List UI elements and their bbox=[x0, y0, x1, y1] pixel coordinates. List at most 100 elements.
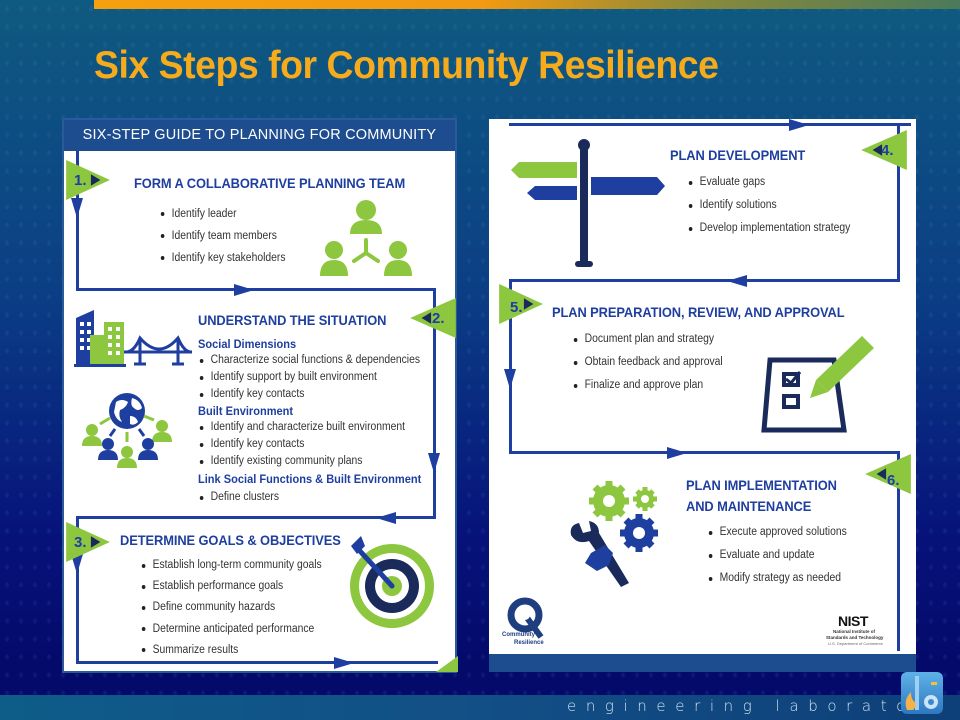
engineering-laboratory-logo bbox=[901, 672, 943, 714]
bullet-item: Identify existing community plans bbox=[198, 453, 405, 470]
right-infographic-panel: 4. PLAN DEVELOPMENT Evaluate gaps Identi… bbox=[489, 119, 916, 672]
panel-header: SIX-STEP GUIDE TO PLANNING FOR COMMUNITY… bbox=[64, 120, 455, 174]
nist-logo: NIST bbox=[838, 613, 868, 629]
link-bullets: Define clusters bbox=[198, 489, 288, 506]
bullet-item: Finalize and approve plan bbox=[572, 374, 723, 397]
bullet-item: Obtain feedback and approval bbox=[572, 351, 723, 374]
bullet-item: Summarize results bbox=[140, 640, 322, 661]
step-4-bullets: Evaluate gaps Identify solutions Develop… bbox=[687, 171, 868, 240]
step-6-title-line1: PLAN IMPLEMENTATION bbox=[686, 477, 837, 493]
flow-arrow-down bbox=[504, 369, 516, 389]
social-dimensions-bullets: Characterize social functions & dependen… bbox=[198, 352, 445, 403]
step-badge-2 bbox=[410, 298, 456, 338]
bullet-item: Evaluate and update bbox=[707, 544, 847, 567]
bullet-item: Define clusters bbox=[198, 489, 279, 506]
subtitle-built-environment: Built Environment bbox=[198, 404, 294, 418]
bullet-item: Execute approved solutions bbox=[707, 521, 847, 544]
step-badge-3 bbox=[66, 522, 110, 562]
city-bridge-icon bbox=[74, 310, 192, 367]
step-1-bullets: Identify leader Identify team members Id… bbox=[159, 203, 300, 269]
flow-arrow-down bbox=[428, 453, 440, 473]
bullet-item: Identify support by built environment bbox=[198, 369, 420, 386]
flow-arrow-right bbox=[667, 447, 687, 459]
community-resilience-logo bbox=[507, 597, 544, 639]
subtitle-social-dimensions: Social Dimensions bbox=[198, 337, 297, 351]
signpost-icon bbox=[511, 139, 665, 267]
nist-line-1: National Institute of bbox=[833, 629, 875, 634]
top-accent-bar bbox=[94, 0, 960, 9]
step-5-bullets: Document plan and strategy Obtain feedba… bbox=[572, 328, 739, 397]
bullet-item: Develop implementation strategy bbox=[687, 217, 851, 240]
step-number-1: 1. bbox=[74, 172, 87, 189]
bullet-item: Determine anticipated performance bbox=[140, 619, 322, 640]
step-6-bullets: Execute approved solutions Evaluate and … bbox=[707, 521, 862, 590]
step-number-5: 5. bbox=[510, 299, 523, 316]
bullet-item: Identify key contacts bbox=[198, 436, 405, 453]
step-badge-5 bbox=[499, 284, 543, 324]
step-badge-4-partial bbox=[436, 656, 458, 672]
flow-line bbox=[509, 279, 900, 282]
step-number-2: 2. bbox=[432, 310, 445, 327]
bullet-item: Modify strategy as needed bbox=[707, 567, 847, 590]
flow-line bbox=[76, 288, 436, 291]
bullet-item: Identify team members bbox=[159, 225, 286, 247]
step-1-title: FORM A COLLABORATIVE PLANNING TEAM bbox=[134, 175, 406, 191]
bullet-item: Evaluate gaps bbox=[687, 171, 850, 194]
nist-line-3: U.S. Department of Commerce bbox=[828, 641, 883, 646]
step-number-4: 4. bbox=[881, 142, 894, 159]
flow-line bbox=[76, 151, 79, 291]
bullet-item: Identify key contacts bbox=[198, 386, 420, 403]
bullet-item: Document plan and strategy bbox=[572, 328, 723, 351]
globe-people-icon bbox=[82, 393, 172, 468]
flame-gear-icon bbox=[905, 676, 938, 710]
flow-arrow-down bbox=[71, 198, 83, 218]
subtitle-link-social-built: Link Social Functions & Built Environmen… bbox=[198, 472, 422, 486]
step-3-bullets: Establish long-term community goals Esta… bbox=[140, 555, 342, 661]
checklist-pencil-icon bbox=[761, 336, 874, 433]
flow-arrow-right bbox=[789, 119, 809, 131]
flow-line bbox=[509, 279, 512, 454]
step-5-title: PLAN PREPARATION, REVIEW, AND APPROVAL bbox=[552, 304, 845, 320]
flow-arrow-right bbox=[234, 284, 254, 296]
slide-title: Six Steps for Community Resilience bbox=[94, 44, 719, 87]
bullet-item: Identify and characterize built environm… bbox=[198, 419, 405, 436]
flow-line bbox=[76, 661, 438, 664]
flow-line bbox=[897, 451, 900, 651]
flow-arrow-down bbox=[71, 554, 83, 574]
footer-text: engineering laboratory bbox=[567, 697, 950, 715]
step-6-title-line2: AND MAINTENANCE bbox=[686, 498, 812, 514]
step-number-3: 3. bbox=[74, 534, 87, 551]
flow-line bbox=[509, 451, 900, 454]
community-resilience-text-1: Community bbox=[502, 632, 535, 638]
step-4-title: PLAN DEVELOPMENT bbox=[670, 147, 806, 163]
bullet-item: Identify key stakeholders bbox=[159, 247, 286, 269]
step-number-6: 6. bbox=[887, 472, 900, 489]
step-badge-4 bbox=[861, 130, 907, 170]
nist-line-2: Standards and Technology bbox=[826, 635, 884, 640]
bullet-item: Define community hazards bbox=[140, 597, 322, 618]
flow-arrow-right bbox=[334, 657, 354, 669]
flow-arrow-left bbox=[376, 512, 396, 524]
built-environment-bullets: Identify and characterize built environm… bbox=[198, 419, 428, 470]
footer-band bbox=[0, 695, 960, 720]
team-network-icon bbox=[320, 200, 412, 276]
bullet-item: Identify solutions bbox=[687, 194, 850, 217]
bullet-item: Identify leader bbox=[159, 203, 286, 225]
flow-line bbox=[433, 288, 436, 518]
flow-line bbox=[76, 516, 79, 664]
target-arrow-icon bbox=[350, 536, 434, 628]
wrench-gears-icon bbox=[570, 481, 658, 587]
flow-arrow-left bbox=[727, 275, 747, 287]
step-2-title: UNDERSTAND THE SITUATION bbox=[198, 312, 387, 328]
flow-line bbox=[897, 123, 900, 281]
step-badge-6 bbox=[865, 454, 911, 494]
bullet-item: Establish performance goals bbox=[140, 576, 322, 597]
bullet-item: Establish long-term community goals bbox=[140, 555, 322, 576]
flow-line bbox=[509, 123, 911, 126]
flow-line bbox=[76, 516, 436, 519]
step-3-title: DETERMINE GOALS & OBJECTIVES bbox=[120, 532, 341, 548]
bullet-item: Characterize social functions & dependen… bbox=[198, 352, 420, 369]
panel-footer-band bbox=[489, 654, 916, 672]
left-infographic-panel: SIX-STEP GUIDE TO PLANNING FOR COMMUNITY… bbox=[62, 118, 458, 673]
community-resilience-text-2: Resilience bbox=[514, 640, 544, 646]
